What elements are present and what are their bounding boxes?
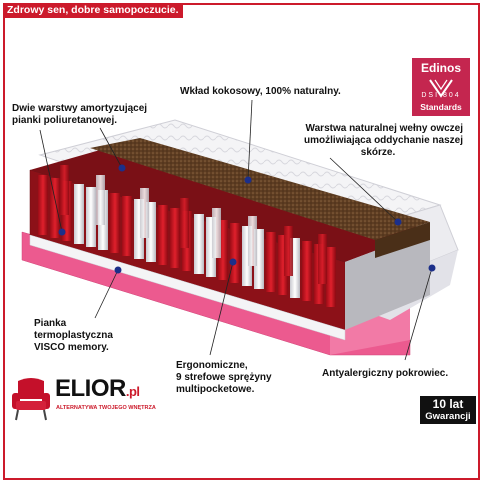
label-visco: Pianka termoplastyczna VISCO memory. <box>34 318 113 353</box>
callout-dots <box>58 164 436 274</box>
label-wool: Warstwa naturalnej wełny owczej umożliwi… <box>304 123 463 158</box>
armchair-icon <box>12 378 50 421</box>
slogan-bar: Zdrowy sen, dobre samopoczucie. <box>3 3 183 18</box>
logo-brand: ELIOR <box>55 375 126 402</box>
logo-tagline: ALTERNATYWA TWOJEGO WNĘTRZA <box>56 405 156 411</box>
check-icon <box>429 79 453 98</box>
logo-suffix: .pl <box>125 384 140 399</box>
label-coconut: Wkład kokosowy, 100% naturalny. <box>180 86 341 97</box>
callout-lines <box>39 99 433 361</box>
image-frame <box>3 3 480 480</box>
edinos-badge: Edinos DSI 804 Standards <box>412 58 470 116</box>
warranty-badge: 10 lat Gwarancji <box>420 396 476 424</box>
coconut-layer <box>90 138 430 240</box>
label-cover: Antyalergiczny pokrowiec. <box>322 368 449 379</box>
label-springs: Ergonomiczne, 9 strefowe sprężyny multip… <box>176 360 272 395</box>
elior-logo: ELIOR.pl ALTERNATYWA TWOJEGO WNĘTRZA <box>10 375 156 425</box>
pocket-springs <box>38 165 336 307</box>
label-foam: Dwie warstwy amortyzującej pianki poliur… <box>12 103 148 126</box>
